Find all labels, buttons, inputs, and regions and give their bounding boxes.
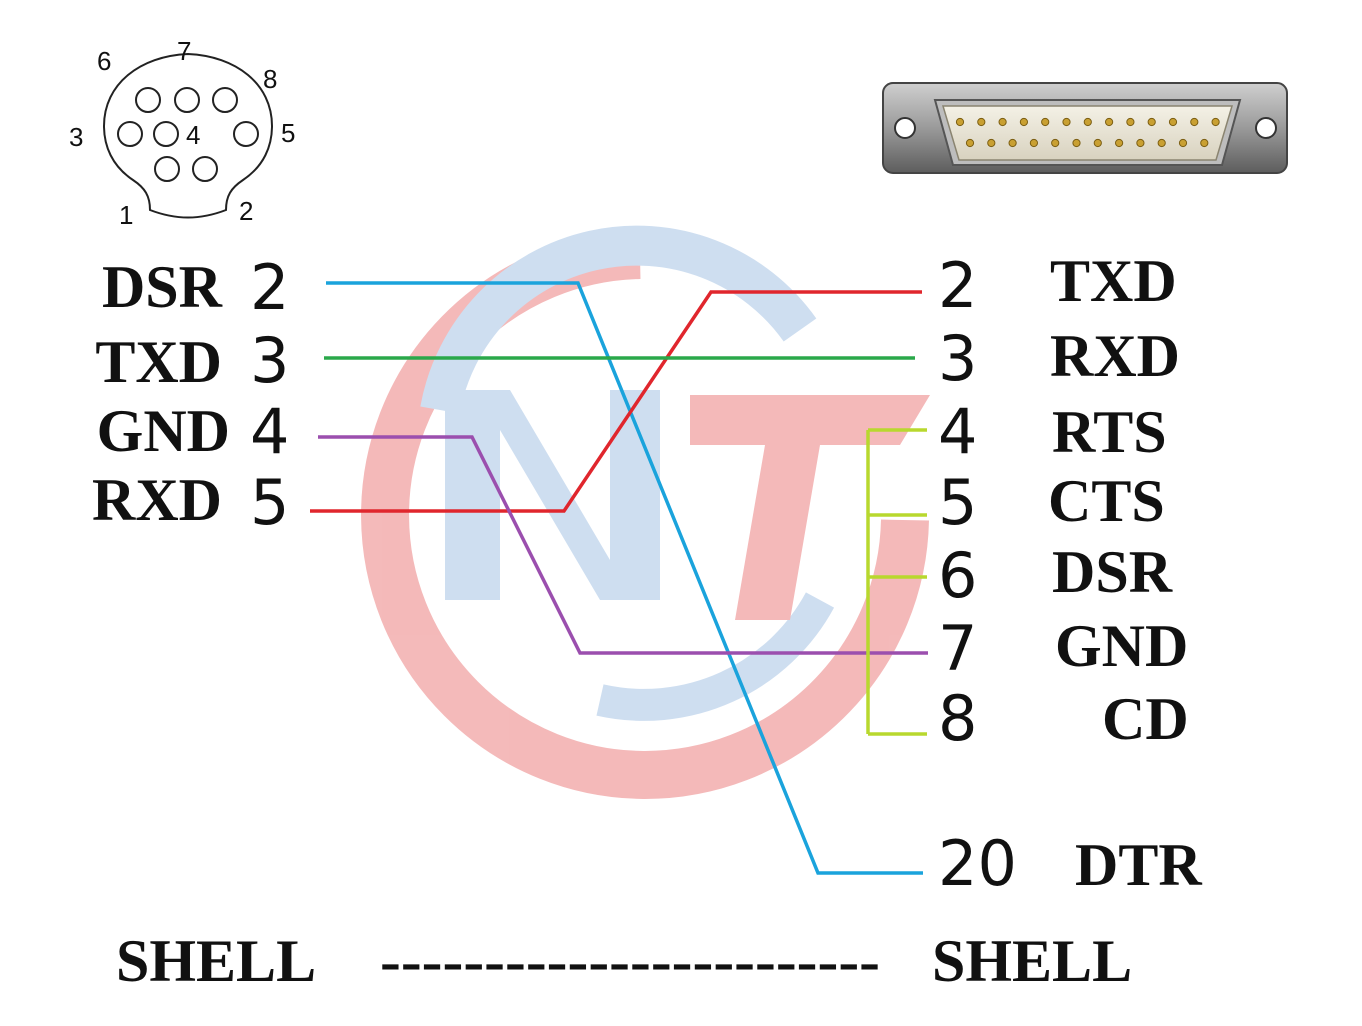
mini-din-pin-label: 7 bbox=[177, 36, 191, 66]
right-pin-number: 8 bbox=[938, 682, 977, 755]
logo-letter-t bbox=[690, 395, 930, 620]
logo-blue-ring bbox=[420, 225, 817, 414]
db25-pin bbox=[1178, 138, 1188, 148]
wire-rxd-to-txd bbox=[310, 290, 922, 513]
db25-pin bbox=[1147, 117, 1156, 127]
mini-din-pin-hole bbox=[154, 156, 180, 182]
left-pin-number: 3 bbox=[250, 324, 289, 397]
left-signal-label: GND bbox=[97, 398, 230, 464]
mini-din-pin-label: 5 bbox=[281, 118, 295, 148]
db25-pin bbox=[998, 117, 1007, 127]
right-pin-number: 20 bbox=[938, 827, 1017, 900]
db25-pin bbox=[1008, 138, 1017, 148]
mini-din-pin-label: 1 bbox=[119, 200, 133, 230]
mini-din-pin-hole bbox=[117, 121, 143, 147]
wire-dsr-to-dtr bbox=[326, 281, 923, 875]
right-connector-pins: 2 TXD 3 RXD 4 RTS 5 CTS 6 DSR 7 GND 8 CD… bbox=[938, 248, 1202, 900]
db25-pin bbox=[1200, 138, 1209, 148]
mini-din-pin-hole bbox=[153, 121, 179, 147]
left-signal-label: RXD bbox=[92, 467, 222, 533]
db25-pin bbox=[1126, 117, 1135, 127]
right-signal-label: DSR bbox=[1052, 539, 1173, 605]
mini-din-pin-label: 8 bbox=[263, 64, 277, 94]
wire-gnd-to-gnd bbox=[318, 435, 928, 655]
mini-din-pin-hole bbox=[233, 121, 259, 147]
shell-connection-dashes: ------------------------ bbox=[380, 928, 880, 994]
db25-screw-hole bbox=[1255, 117, 1277, 139]
right-signal-label: RTS bbox=[1052, 399, 1167, 465]
db25-pin bbox=[1115, 138, 1124, 148]
mini-din-outline bbox=[102, 52, 274, 219]
left-connector-pins: DSR 2 TXD 3 GND 4 RXD 5 bbox=[92, 251, 289, 539]
db25-pin bbox=[1019, 117, 1029, 127]
right-signal-label: DTR bbox=[1075, 832, 1202, 898]
right-signal-label: GND bbox=[1055, 613, 1188, 679]
db25-pin bbox=[1062, 117, 1071, 127]
left-pin-number: 4 bbox=[250, 395, 289, 468]
right-pin-number: 6 bbox=[938, 539, 977, 612]
watermark-logo bbox=[361, 225, 930, 799]
db25-pin bbox=[1190, 117, 1199, 127]
db25-pin bbox=[987, 138, 996, 148]
left-pin-number: 5 bbox=[250, 466, 289, 539]
mini-din-pin-hole bbox=[135, 87, 161, 113]
right-pin-number: 3 bbox=[938, 322, 977, 395]
left-pin-number: 2 bbox=[250, 251, 289, 324]
db25-pin bbox=[1157, 138, 1166, 148]
mini-din-pin-label: 4 bbox=[186, 120, 200, 150]
db25-pin bbox=[1211, 117, 1220, 127]
mini-din-connector: 6 7 8 3 4 5 1 2 bbox=[69, 36, 295, 230]
db25-pin bbox=[1136, 138, 1145, 148]
right-signal-label: TXD bbox=[1050, 248, 1177, 314]
db25-pin bbox=[1029, 138, 1039, 148]
right-pin-number: 4 bbox=[938, 395, 977, 468]
logo-letter-n bbox=[445, 390, 660, 600]
left-signal-label: DSR bbox=[102, 254, 223, 320]
left-signal-label: TXD bbox=[95, 329, 222, 395]
wires bbox=[310, 281, 928, 875]
mini-din-pin-hole bbox=[212, 87, 238, 113]
db25-pin bbox=[1072, 138, 1081, 148]
db25-pin bbox=[1051, 138, 1060, 148]
shell-right-label: SHELL bbox=[932, 928, 1132, 994]
right-signal-label: CD bbox=[1102, 686, 1189, 752]
shell-row: SHELL ------------------------ SHELL bbox=[116, 928, 1132, 994]
mini-din-pin-hole bbox=[192, 156, 218, 182]
db25-pin bbox=[977, 117, 986, 127]
loopback-jumper bbox=[866, 428, 927, 736]
db25-screw-hole bbox=[894, 117, 916, 139]
right-signal-label: CTS bbox=[1048, 468, 1165, 534]
db25-insert bbox=[941, 105, 1234, 161]
db25-pin bbox=[1168, 117, 1178, 127]
logo-blue-ring-lower bbox=[596, 592, 835, 721]
db25-pin bbox=[1105, 117, 1114, 127]
right-signal-label: RXD bbox=[1050, 323, 1180, 389]
db25-pin bbox=[1041, 117, 1050, 127]
db25-pin bbox=[955, 117, 965, 127]
db25-pin bbox=[1083, 117, 1092, 127]
shell-left-label: SHELL bbox=[116, 928, 316, 994]
mini-din-pin-label: 2 bbox=[239, 196, 253, 226]
db25-pin bbox=[1093, 138, 1102, 148]
mini-din-pin-hole bbox=[174, 87, 200, 113]
mini-din-pin-label: 3 bbox=[69, 122, 83, 152]
right-pin-number: 7 bbox=[938, 612, 977, 685]
db25-connector bbox=[882, 82, 1288, 174]
right-pin-number: 2 bbox=[938, 249, 977, 322]
right-pin-number: 5 bbox=[938, 466, 977, 539]
mini-din-pin-label: 6 bbox=[97, 46, 111, 76]
db25-pin bbox=[965, 138, 975, 148]
